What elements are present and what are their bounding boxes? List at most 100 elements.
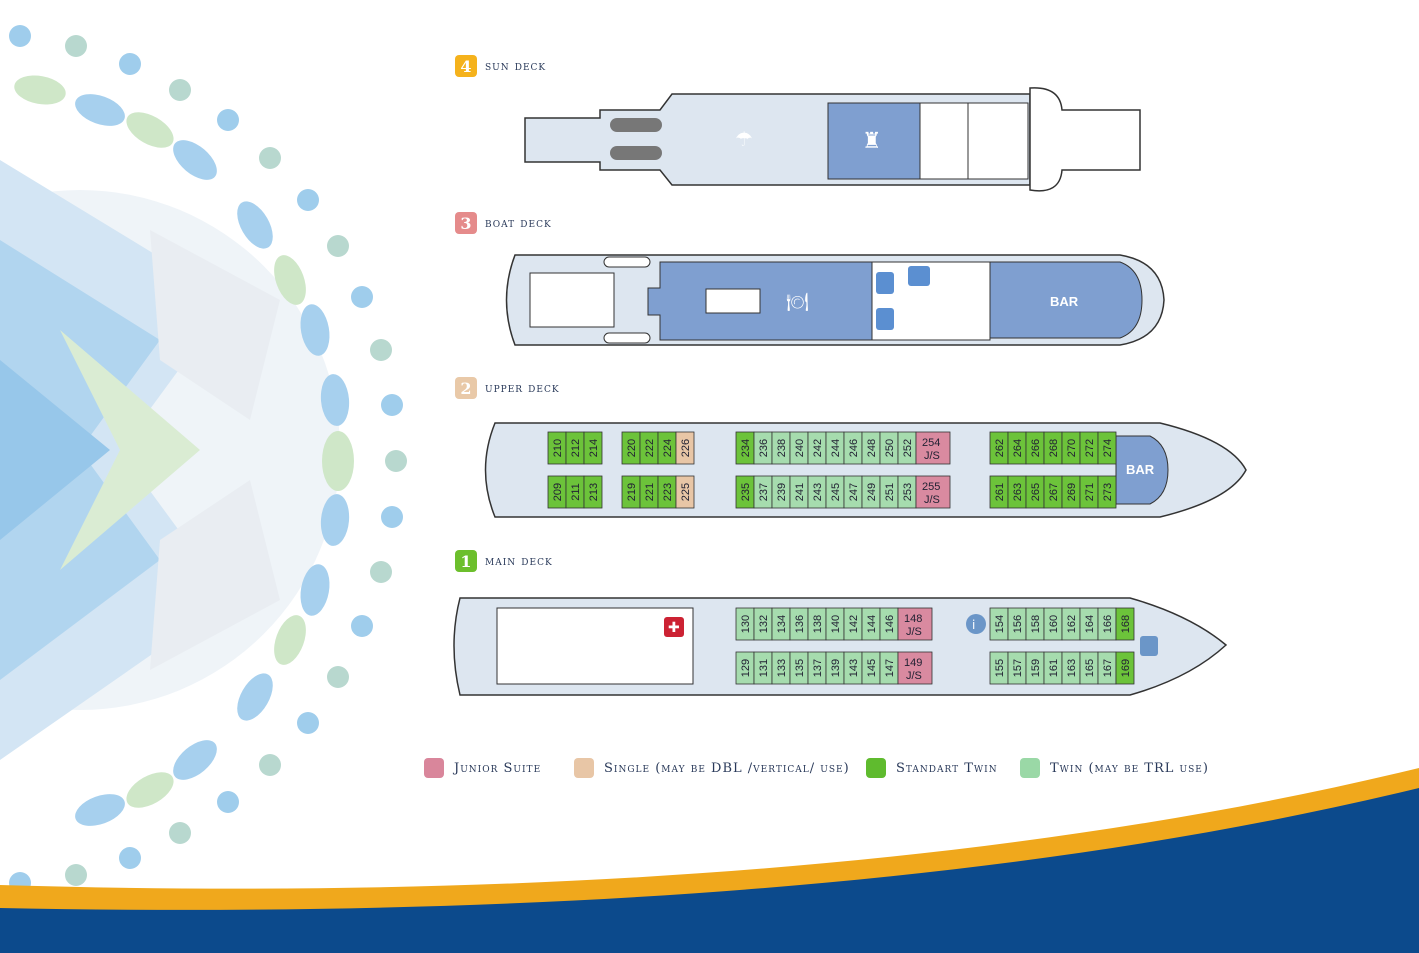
cabin-number: 247 (848, 483, 860, 501)
cabin-number: 255 (922, 481, 940, 493)
cabin-number: 165 (1084, 659, 1096, 677)
cabin-suite-tag: J/S (906, 670, 922, 682)
deck-number-badge: 1 (455, 550, 477, 572)
cabin-number: 145 (866, 659, 878, 677)
toilet-icon (876, 272, 894, 294)
cabin-number: 272 (1084, 439, 1096, 457)
deck-label-sun: 4 sun deck (455, 55, 546, 77)
cabin-number: 144 (866, 615, 878, 633)
blue-wave-band (0, 788, 1419, 953)
cabin-number: 214 (588, 439, 600, 457)
lifeboat (603, 332, 651, 344)
cabin-number: 143 (848, 659, 860, 677)
cabin-number: 248 (866, 439, 878, 457)
cabin-number: 250 (884, 439, 896, 457)
legend-standard-twin: Standart Twin (866, 758, 998, 778)
bar-label: BAR (1126, 462, 1155, 477)
cabin-number: 252 (902, 439, 914, 457)
info-icon-glyph: i (972, 618, 975, 632)
deck-name: upper deck (485, 380, 560, 396)
cabin-number: 262 (994, 439, 1006, 457)
cabin-number: 237 (758, 483, 770, 501)
umbrella-icon: ☂ (735, 127, 753, 151)
cabin-number: 263 (1012, 483, 1024, 501)
cabin-number: 254 (922, 437, 940, 449)
reception-icon (908, 266, 930, 286)
restaurant-table (705, 288, 761, 314)
cabin-213 (583, 475, 603, 509)
cabin-number: 236 (758, 439, 770, 457)
cabin-148 (897, 607, 933, 641)
cabin-number: 264 (1012, 439, 1024, 457)
legend-junior-suite: Junior Suite (424, 758, 541, 778)
sunbed-icon: ♜ (862, 129, 882, 154)
cabin-number: 157 (1012, 659, 1024, 677)
cabin-number: 156 (1012, 615, 1024, 633)
cabin-number: 269 (1066, 483, 1078, 501)
cabin-number: 160 (1048, 615, 1060, 633)
dining-icon: 🍽 (786, 292, 809, 313)
legend-label: Junior Suite (454, 760, 542, 776)
cabin-number: 226 (680, 439, 692, 457)
petal-ornaments (14, 75, 354, 826)
cabin-number: 162 (1066, 615, 1078, 633)
toilet-icon (876, 308, 894, 330)
cabin-number: 273 (1102, 483, 1114, 501)
cabin-number: 245 (830, 483, 842, 501)
upper-deck-bar (1115, 435, 1169, 505)
cabin-149 (897, 651, 933, 685)
cabin-number: 222 (644, 439, 656, 457)
deck-number-badge: 2 (455, 377, 477, 399)
cabin-number: 234 (740, 439, 752, 457)
legend-swatch (424, 758, 444, 778)
legend-twin: Twin (may be TRL use) (1020, 758, 1209, 778)
cabin-169 (1115, 651, 1135, 685)
lifeboat (603, 256, 651, 268)
cabin-number: 129 (740, 659, 752, 677)
cabin-number: 166 (1102, 615, 1114, 633)
cabin-number: 266 (1030, 439, 1042, 457)
legend-label: Twin (may be TRL use) (1050, 760, 1209, 776)
sun-deck-room (919, 102, 969, 180)
boat-deck-stern-room (529, 272, 615, 328)
cabin-number: 138 (812, 615, 824, 633)
cabin-number: 148 (904, 613, 922, 625)
cabin-number: 235 (740, 483, 752, 501)
cabin-number: 131 (758, 659, 770, 677)
cabin-number: 241 (794, 483, 806, 501)
sun-deck-room (967, 102, 1029, 180)
cabin-number: 249 (866, 483, 878, 501)
cabin-number: 225 (680, 483, 692, 501)
deck-number-badge: 4 (455, 55, 477, 77)
cabin-number: 158 (1030, 615, 1042, 633)
cabin-number: 149 (904, 657, 922, 669)
cabin-number: 261 (994, 483, 1006, 501)
cabin-number: 221 (644, 483, 656, 501)
cabin-number: 146 (884, 615, 896, 633)
cabin-number: 240 (794, 439, 806, 457)
cabin-number: 147 (884, 659, 896, 677)
cabin-number: 134 (776, 615, 788, 633)
bar-area (989, 261, 1143, 339)
cabin-suite-tag: J/S (924, 450, 940, 462)
cabin-number: 139 (830, 659, 842, 677)
legend-single: Single (may be DBL /vertical/ use) (574, 758, 850, 778)
cabin-number: 251 (884, 483, 896, 501)
cabin-number: 267 (1048, 483, 1060, 501)
cabin-number: 212 (570, 439, 582, 457)
info-icon (966, 614, 986, 634)
cabin-number: 223 (662, 483, 674, 501)
cabin-274 (1097, 431, 1117, 465)
cabin-number: 142 (848, 615, 860, 633)
cabin-number: 164 (1084, 615, 1096, 633)
sun-deck-bow (1029, 87, 1141, 192)
cabin-number: 132 (758, 615, 770, 633)
deck-label-main: 1 main deck (455, 550, 553, 572)
cabin-number: 239 (776, 483, 788, 501)
boat-deck-plan: 🍽 BAR (505, 254, 1165, 346)
